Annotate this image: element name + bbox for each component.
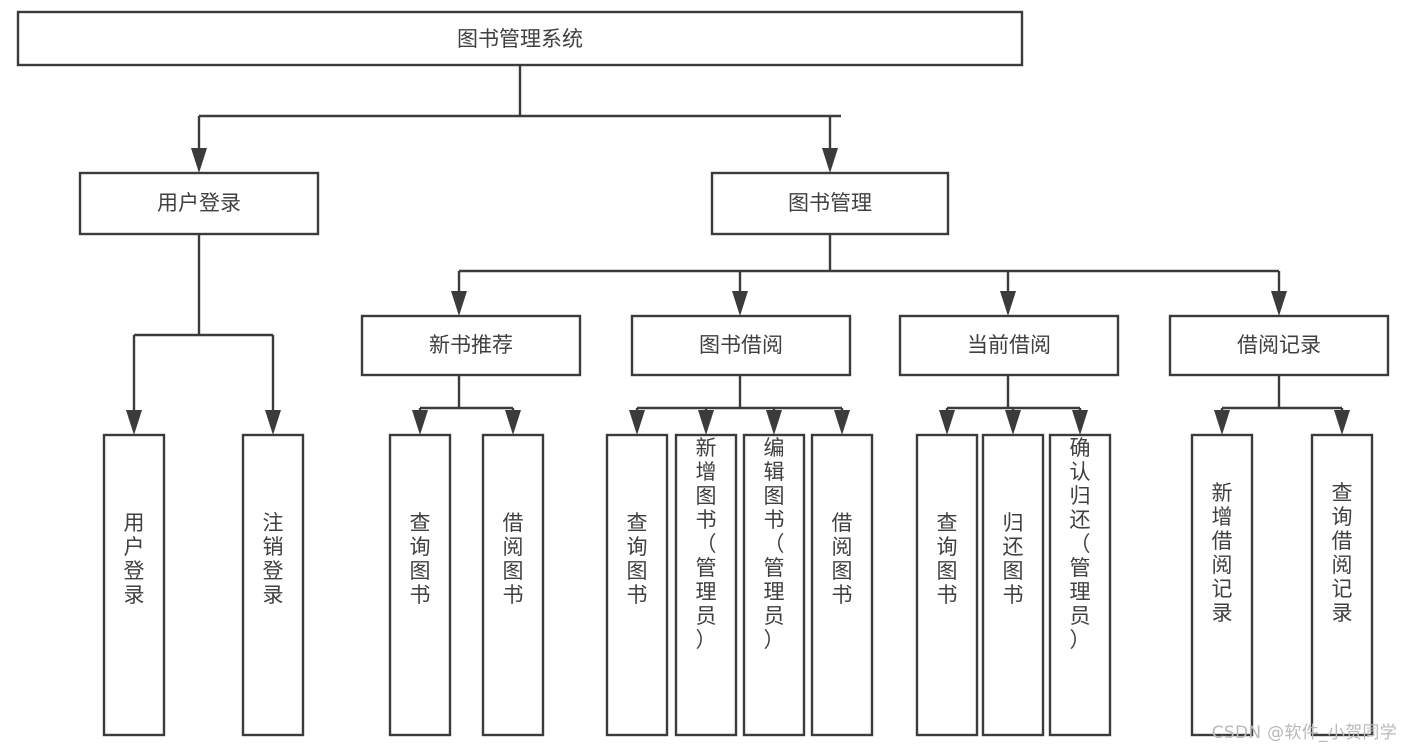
arrow-head-current-l3	[1072, 410, 1088, 435]
node-current-borrow-box[interactable]	[898, 314, 1120, 377]
node-leaf-edit-book-box[interactable]	[742, 433, 806, 737]
arrow-head-records-l2	[1334, 410, 1350, 435]
node-borrow-records-label: 借阅记录	[1237, 333, 1321, 357]
node-leaf-add-book-box[interactable]	[674, 433, 738, 737]
node-leaf-borrow-book-2-box[interactable]	[810, 433, 874, 737]
arrow-head-book-mgmt-to-borrow	[732, 291, 748, 316]
node-borrow-records-box[interactable]	[1168, 314, 1390, 377]
arrow-head-borrow-l4	[834, 410, 850, 435]
node-leaf-add-book[interactable]: 新增图书（管理员）	[674, 433, 738, 737]
connector-group-borrow	[629, 375, 850, 435]
node-root[interactable]: 图书管理系统	[16, 10, 1024, 67]
node-user-login[interactable]: 用户登录	[78, 171, 320, 236]
node-leaf-add-borrow-record-label: 新增借阅记录	[1212, 481, 1233, 625]
node-new-book-recommend[interactable]: 新书推荐	[360, 314, 582, 377]
node-leaf-add-borrow-record[interactable]: 新增借阅记录	[1190, 433, 1254, 737]
node-leaf-user-login-label: 用户登录	[124, 511, 145, 607]
arrow-head-user-login-right	[265, 410, 281, 435]
arrow-head-user-login-left	[126, 410, 142, 435]
arrow-head-current-l2	[1005, 410, 1021, 435]
arrow-head-root-to-user-login	[191, 148, 207, 173]
arrow-head-book-mgmt-to-new-book	[451, 291, 467, 316]
arrow-head-current-l1	[939, 410, 955, 435]
node-borrow-records[interactable]: 借阅记录	[1168, 314, 1390, 377]
arrow-head-new-book-l1	[412, 410, 428, 435]
node-leaf-borrow-book-1-label: 借阅图书	[503, 511, 524, 607]
node-leaf-borrow-book-1[interactable]: 借阅图书	[481, 433, 545, 737]
csdn-watermark: CSDN @软件_小贺同学	[1211, 723, 1397, 743]
node-leaf-confirm-return-label: 确认归还（管理员）	[1070, 436, 1091, 652]
node-root-label: 图书管理系统	[457, 27, 583, 51]
node-new-book-recommend-box[interactable]	[360, 314, 582, 377]
node-leaf-query-book-1[interactable]: 查询图书	[388, 433, 452, 737]
connector-group-root	[191, 65, 841, 173]
connector-group-records	[1214, 375, 1350, 435]
connector-group-book-mgmt	[451, 234, 1287, 316]
node-book-borrow-label: 图书借阅	[699, 333, 783, 357]
node-current-borrow[interactable]: 当前借阅	[898, 314, 1120, 377]
node-leaf-add-borrow-record-box[interactable]	[1190, 433, 1254, 737]
node-leaf-confirm-return-box[interactable]	[1048, 433, 1112, 737]
node-leaf-return-book-box[interactable]	[981, 433, 1045, 737]
node-leaf-query-book-2[interactable]: 查询图书	[605, 433, 669, 737]
arrow-head-borrow-l1	[629, 410, 645, 435]
node-leaf-query-borrow-record-label: 查询借阅记录	[1332, 481, 1353, 625]
node-new-book-recommend-label: 新书推荐	[429, 333, 513, 357]
node-leaf-add-book-label: 新增图书（管理员）	[696, 436, 717, 652]
node-leaf-query-book-1-box[interactable]	[388, 433, 452, 737]
connector-group-new-book	[412, 375, 521, 435]
node-current-borrow-label: 当前借阅	[967, 333, 1051, 357]
arrow-head-borrow-l3	[766, 410, 782, 435]
node-leaf-query-book-2-label: 查询图书	[627, 511, 648, 607]
arrow-head-root-to-book-mgmt	[822, 148, 838, 173]
node-book-borrow-box[interactable]	[630, 314, 852, 377]
node-leaf-query-book-3[interactable]: 查询图书	[915, 433, 979, 737]
node-leaf-logout-box[interactable]	[241, 433, 305, 737]
node-book-management[interactable]: 图书管理	[710, 171, 950, 236]
node-leaf-borrow-book-2[interactable]: 借阅图书	[810, 433, 874, 737]
arrow-head-records-l1	[1214, 410, 1230, 435]
node-book-management-label: 图书管理	[788, 191, 872, 215]
node-leaf-edit-book[interactable]: 编辑图书（管理员）	[742, 433, 806, 737]
node-leaf-borrow-book-1-box[interactable]	[481, 433, 545, 737]
node-leaf-query-book-3-box[interactable]	[915, 433, 979, 737]
node-book-management-box[interactable]	[710, 171, 950, 236]
node-leaf-edit-book-label: 编辑图书（管理员）	[764, 436, 785, 652]
arrow-head-new-book-l2	[505, 410, 521, 435]
connector-group-user-login	[126, 234, 281, 435]
connector-group-current	[939, 375, 1088, 435]
node-leaf-borrow-book-2-label: 借阅图书	[832, 511, 853, 607]
node-user-login-label: 用户登录	[157, 191, 241, 215]
node-leaf-user-login[interactable]: 用户登录	[102, 433, 166, 737]
node-leaf-query-book-3-label: 查询图书	[937, 511, 958, 607]
node-leaf-return-book[interactable]: 归还图书	[981, 433, 1045, 737]
node-leaf-query-borrow-record-box[interactable]	[1310, 433, 1374, 737]
node-leaf-query-book-1-label: 查询图书	[410, 511, 431, 607]
node-leaf-confirm-return[interactable]: 确认归还（管理员）	[1048, 433, 1112, 737]
arrow-head-borrow-l2	[698, 410, 714, 435]
node-leaf-logout[interactable]: 注销登录	[241, 433, 305, 737]
node-leaf-query-book-2-box[interactable]	[605, 433, 669, 737]
arrow-head-book-mgmt-to-records	[1271, 291, 1287, 316]
node-user-login-box[interactable]	[78, 171, 320, 236]
node-book-borrow[interactable]: 图书借阅	[630, 314, 852, 377]
node-leaf-return-book-label: 归还图书	[1003, 511, 1024, 607]
node-root-box[interactable]	[16, 10, 1024, 67]
arrow-head-book-mgmt-to-current	[1000, 291, 1016, 316]
node-leaf-logout-label: 注销登录	[263, 511, 284, 607]
node-leaf-user-login-box[interactable]	[102, 433, 166, 737]
node-leaf-query-borrow-record[interactable]: 查询借阅记录	[1310, 433, 1374, 737]
